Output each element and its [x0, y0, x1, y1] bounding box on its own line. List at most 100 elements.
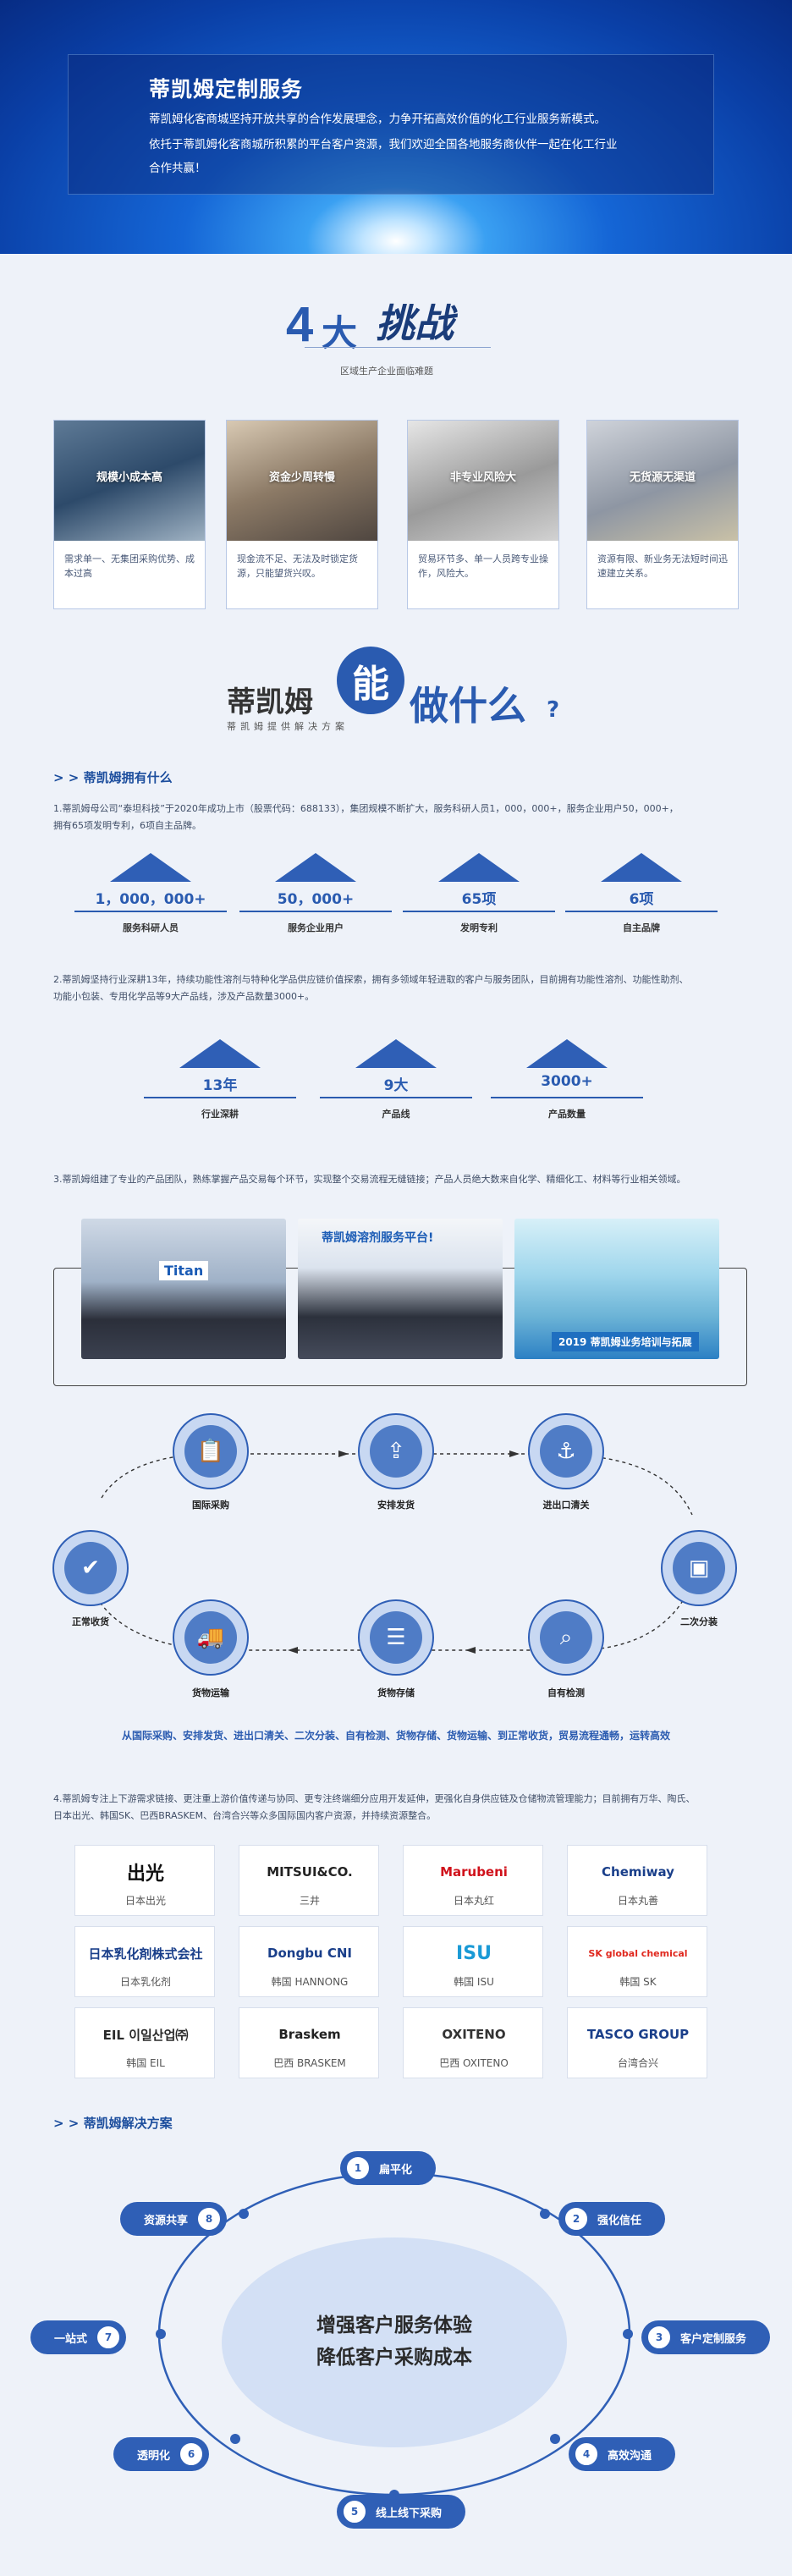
hero-text-panel [68, 54, 714, 195]
stat-1-label: 服务科研人员 [123, 922, 179, 933]
partner-logo-name: 日本丸红 [453, 1895, 494, 1907]
divider [305, 347, 491, 348]
partner-logo-name: 韩国 EIL [126, 2057, 165, 2069]
partner-logo-mark: SK global chemical [588, 1947, 688, 1959]
challenge-desc-3: 贸易环节多、单一人员跨专业操作，风险大。 [418, 553, 548, 579]
receive-icon: ✔ [64, 1542, 117, 1594]
what-subtitle: 蒂凯姆提供解决方案 [227, 721, 349, 732]
storage-icon: ☰ [370, 1611, 422, 1664]
solution-item-label: 一站式 [54, 2332, 88, 2346]
customs-icon: ⚓ [540, 1425, 592, 1478]
flow-label-7: 货物运输 [192, 1687, 229, 1698]
solution-item-number: 1 [345, 2155, 371, 2181]
stat-2-label: 服务企业用户 [288, 922, 344, 933]
stat-5-value: 13年 [202, 1077, 238, 1094]
solution-item-label: 线上线下采购 [376, 2507, 443, 2520]
partner-logo-mark: MITSUI&CO. [267, 1864, 353, 1880]
what-question-mark: ? [547, 697, 560, 723]
what-neng-badge: 能 [337, 647, 404, 714]
inspect-icon: ⌕ [540, 1611, 592, 1664]
solution-item-5: 5 线上线下采购 [337, 2495, 466, 2529]
solution-item-7: 一站式 7 [30, 2320, 127, 2354]
team-photo-3: 2019 蒂凯姆业务培训与拓展 [514, 1219, 719, 1359]
partner-logo-9: EIL 이일산업㈜韩国 EIL [74, 2007, 215, 2078]
flow-label-8: 正常收货 [72, 1616, 109, 1627]
hero-line-3: 合作共赢！ [149, 162, 206, 175]
has-p1-b: 拥有65项发明专利，6项自主品牌。 [53, 820, 201, 831]
solar-farm-image [54, 421, 205, 541]
hero-title: 蒂凯姆定制服务 [149, 77, 304, 102]
challenge-card-4: 无货源无渠道 资源有限、新业务无法短时间迅速建立关系。 [586, 420, 739, 609]
has-p2-b: 功能小包装、专用化学品等9大产品线，涉及产品数量3000+。 [53, 991, 315, 1002]
stat-7-label: 产品数量 [548, 1109, 586, 1120]
stat-3-label: 发明专利 [460, 922, 498, 933]
partner-logo-mark: ISU [456, 1942, 492, 1964]
solution-item-number: 8 [196, 2206, 223, 2232]
stat-6-value: 9大 [383, 1077, 409, 1094]
solution-item-number: 5 [342, 2499, 367, 2524]
partner-logo-name: 三井 [299, 1895, 320, 1907]
flow-label-1: 国际采购 [192, 1500, 229, 1511]
stat-3-value: 65项 [461, 891, 497, 908]
partner-logo-name: 巴西 OXITENO [439, 2057, 509, 2069]
solution-heading: > > 蒂凯姆解决方案 [53, 2116, 173, 2131]
flow-label-6: 货物存储 [377, 1687, 415, 1698]
partner-logo-name: 日本乳化剂 [119, 1976, 171, 1988]
flow-label-4: 二次分装 [680, 1616, 718, 1627]
challenge-label-1: 规模小成本高 [96, 471, 162, 484]
challenges-word-1: 大 [322, 312, 358, 354]
partner-logo-8: SK global chemical 韩国 SK [567, 1926, 707, 1997]
solution-item-number: 4 [574, 2441, 599, 2467]
partner-logo-mark: Braskem [278, 2027, 341, 2042]
photo-3-banner: 2019 蒂凯姆业务培训与拓展 [552, 1332, 699, 1351]
partners-p4-b: 日本出光、韩国SK、巴西BRASKEM、台湾合兴等众多国际国内客户资源，并持续资… [53, 1810, 437, 1821]
what-brand: 蒂凯姆 [227, 685, 313, 719]
has-p1-a: 1.蒂凯姆母公司“泰坦科技”于2020年成功上市（股票代码：688133），集团… [53, 803, 679, 814]
stat-7-value: 3000+ [541, 1073, 593, 1090]
coins-calculator-image [227, 421, 377, 541]
challenge-card-3: 非专业风险大 贸易环节多、单一人员跨专业操作，风险大。 [407, 420, 559, 609]
partner-logo-name: 巴西 BRASKEM [273, 2057, 346, 2069]
challenge-desc-4: 资源有限、新业务无法短时间迅速建立关系。 [597, 553, 728, 579]
flow-node-5: ⌕ [528, 1599, 604, 1676]
stat-4-value: 6项 [629, 891, 654, 908]
solution-item-8: 资源共享 8 [120, 2202, 228, 2236]
has-heading: > > 蒂凯姆拥有什么 [53, 770, 173, 785]
partner-logo-name: 日本丸善 [617, 1895, 658, 1907]
partner-logo-2: MITSUI&CO. 三井 [239, 1845, 379, 1916]
stat-6-label: 产品线 [382, 1109, 410, 1120]
what-can-title-block: 蒂凯姆 能 做什么 ? 蒂凯姆提供解决方案 [0, 638, 792, 740]
flow-caption: 从国际采购、安排发货、进出口清关、二次分装、自有检测、货物存储、货物运输、到正常… [121, 1730, 670, 1742]
solution-item-label: 资源共享 [144, 2214, 189, 2227]
flow-node-7: 🚚 [173, 1599, 249, 1676]
challenge-desc-2: 现金流不足、无法及时锁定货源，只能望货兴叹。 [237, 553, 358, 579]
solution-item-number: 7 [96, 2325, 122, 2350]
challenges-title-block: 4 大 挑战 区域生产企业面临难题 [0, 279, 792, 377]
solution-item-number: 2 [564, 2206, 589, 2232]
box-upload-icon: ⇪ [370, 1425, 422, 1478]
challenge-label-2: 资金少周转慢 [268, 471, 335, 484]
clipboard-icon: 📋 [184, 1425, 237, 1478]
solution-item-number: 6 [179, 2441, 205, 2467]
stat-5-label: 行业深耕 [201, 1109, 239, 1120]
business-person-image [408, 421, 558, 541]
solution-item-number: 3 [646, 2325, 672, 2350]
team-photo-2: 蒂凯姆溶剂服务平台! [298, 1219, 503, 1359]
challenge-card-1: 规模小成本高 需求单一、无集团采购优势、成本过高 [53, 420, 206, 609]
challenge-card-2: 资金少周转慢 现金流不足、无法及时锁定货源，只能望货兴叹。 [226, 420, 378, 609]
partner-logo-mark: TASCO GROUP [586, 2027, 690, 2042]
has-p3: 3.蒂凯姆组建了专业的产品团队，熟练掌握产品交易每个环节，实现整个交易流程无缝链… [53, 1174, 686, 1185]
partner-logo-name: 韩国 SK [619, 1976, 657, 1988]
partner-logo-mark: Marubeni [440, 1864, 508, 1880]
partner-logo-mark: 日本乳化剤株式会社 [88, 1946, 203, 1962]
partner-logo-mark: Dongbu CNI [267, 1946, 352, 1961]
hero-line-2: 依托于蒂凯姆化客商城所积累的平台客户资源，我们欢迎全国各地服务商伙伴一起在化工行… [149, 138, 618, 151]
